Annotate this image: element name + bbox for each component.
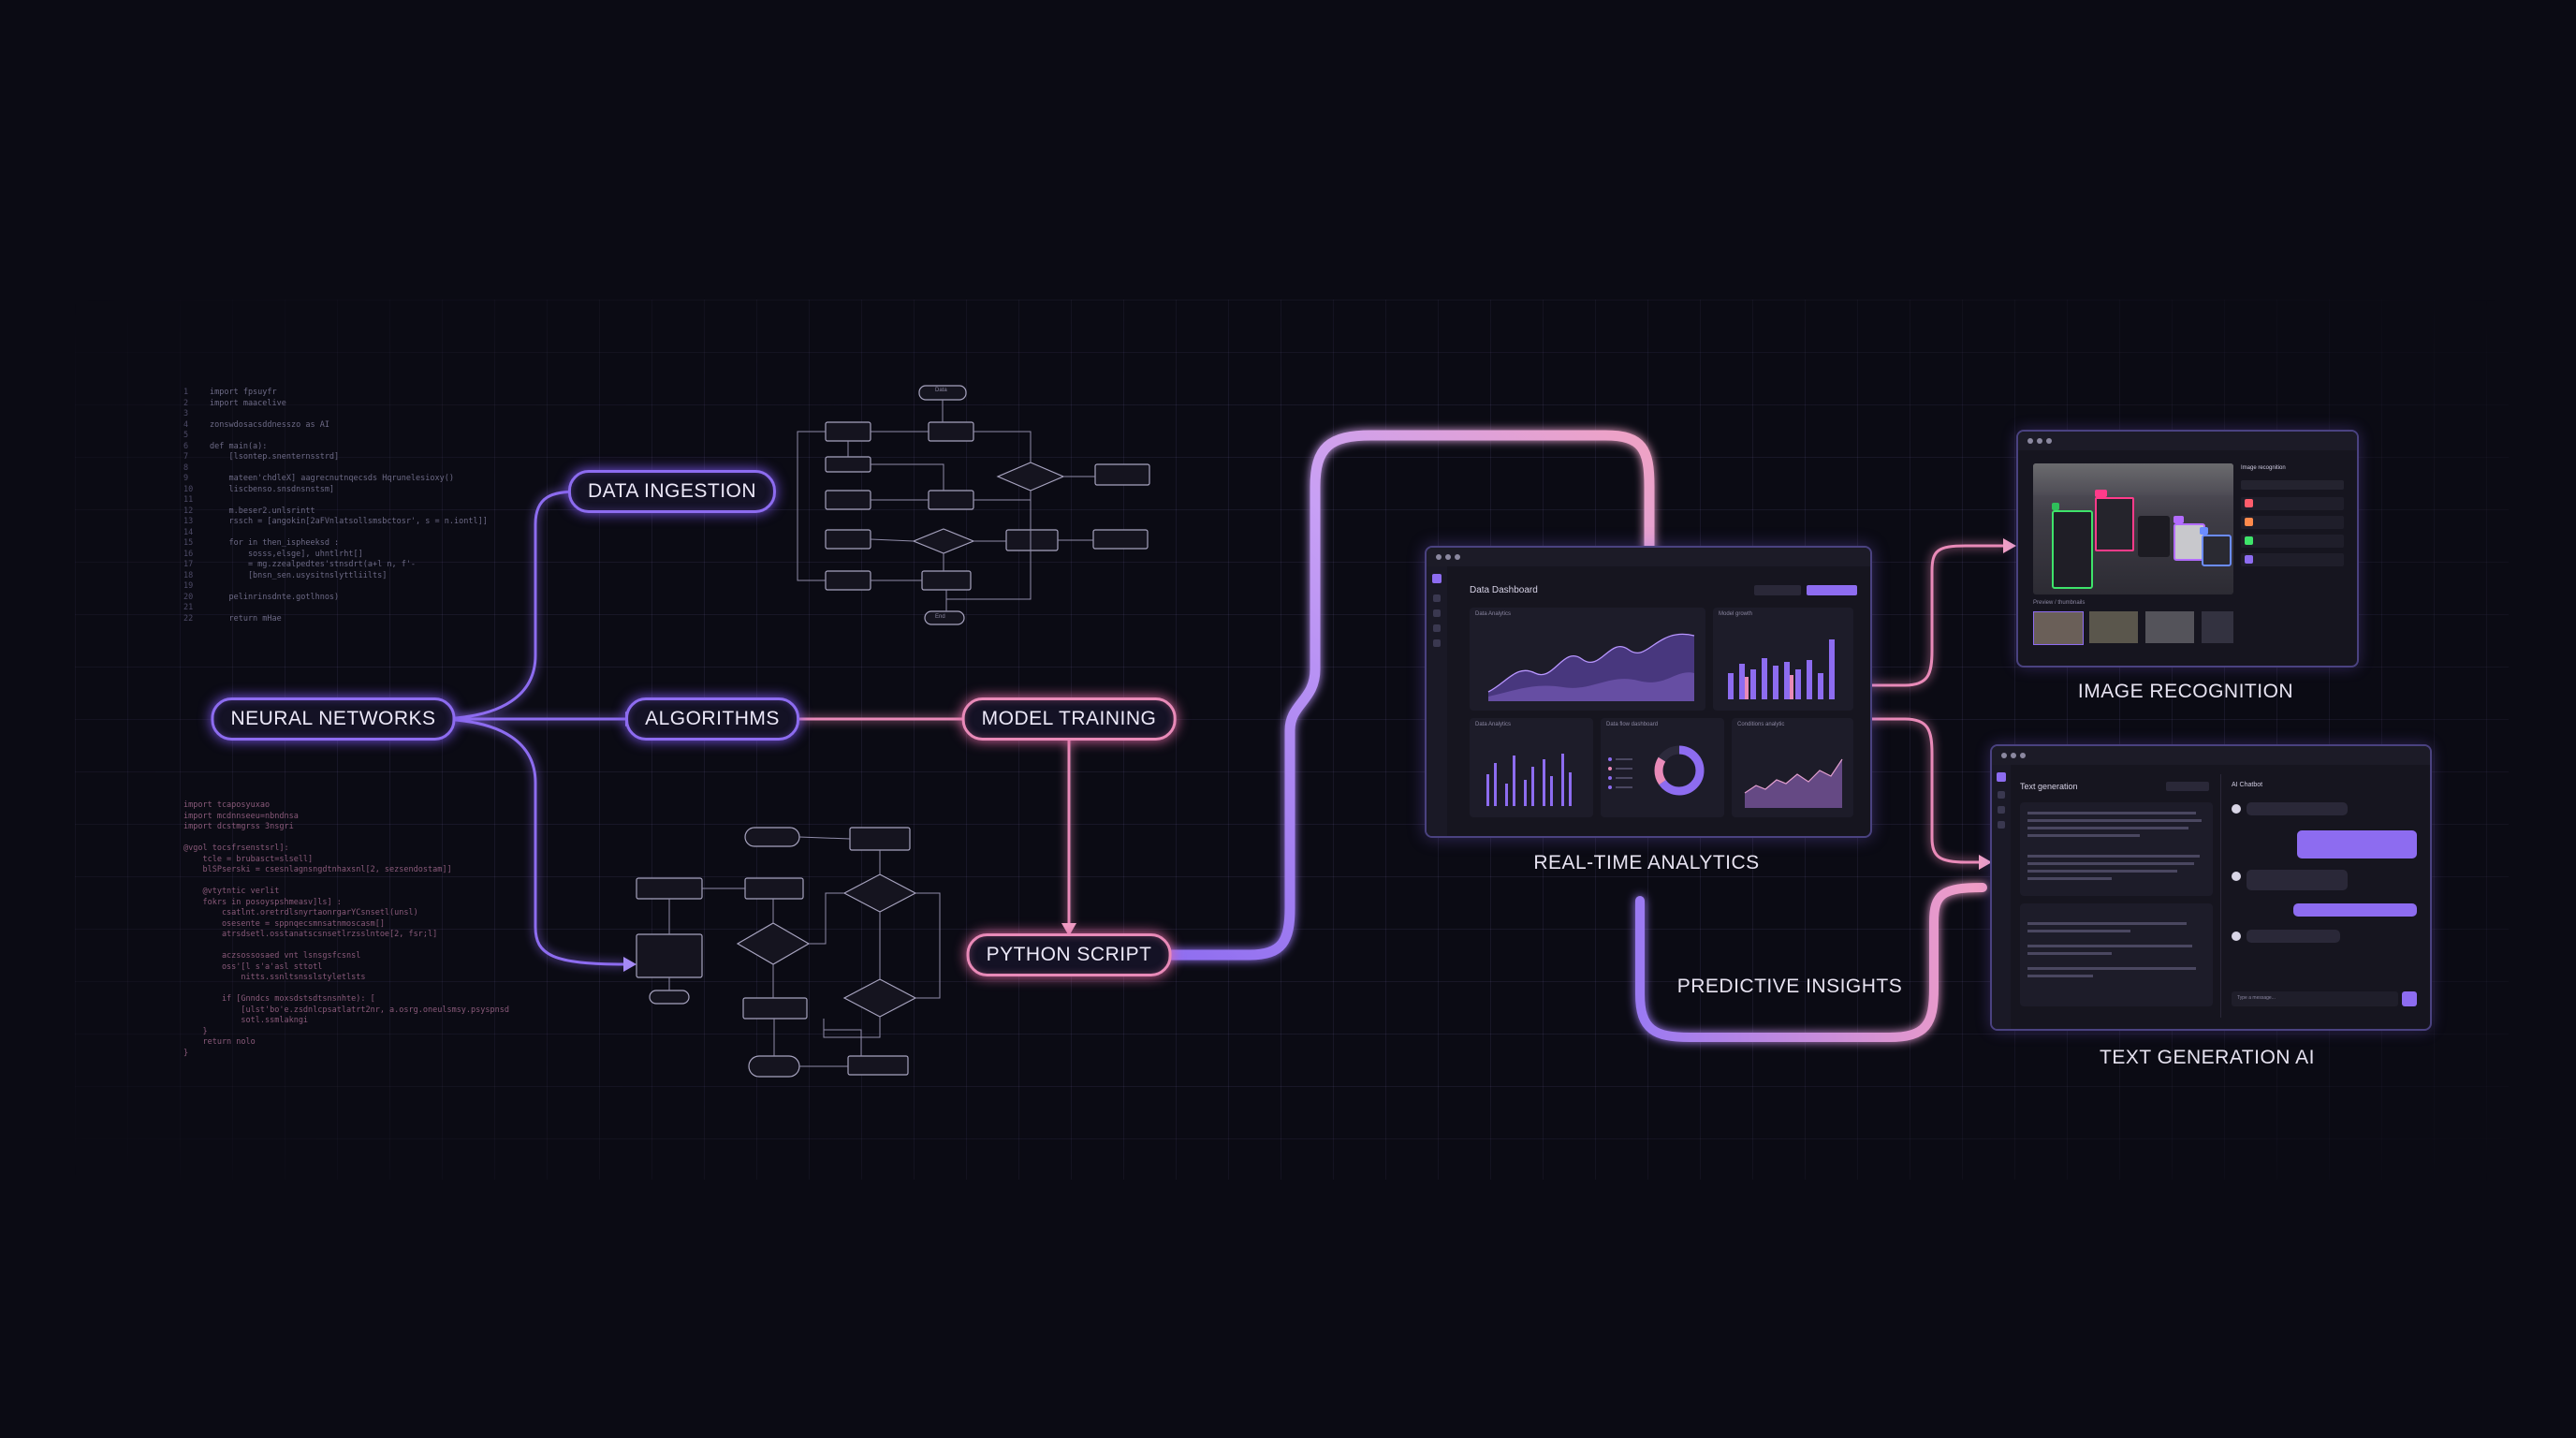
text-generation-window: Text generation AI Chatbot [1990,744,2432,1031]
arrow-python-script [1061,923,1076,936]
edge-python-script-to-dashboard [1148,430,1655,961]
preview-label: Preview / thumbnails [2033,600,2086,606]
street-scene-image [2033,463,2233,594]
node-data-ingestion[interactable]: DATA INGESTION [567,470,777,513]
flowchart-end-label: End [935,614,945,620]
node-algorithms[interactable]: ALGORITHMS [625,697,799,741]
chatbot-title: AI Chatbot [2232,782,2263,788]
send-button[interactable] [2402,991,2417,1006]
model-selector[interactable] [2166,782,2209,791]
chat-message-bot [2247,870,2348,890]
caption-real-time-analytics: REAL-TIME ANALYTICS [1533,852,1760,873]
chat-message-user [2293,903,2417,917]
thumbnail[interactable] [2089,611,2138,643]
dashboard-titlebar [1427,548,1870,566]
image-recognition-dropdown[interactable] [2241,480,2344,490]
chat-message-bot [2247,930,2340,943]
avatar [2232,872,2241,881]
edge-dashboard-to-image-recognition [1866,544,2007,687]
chat-message-user [2297,830,2417,858]
flowchart-start-label: Data [935,388,947,393]
thumbnail[interactable] [2145,611,2194,643]
node-python-script[interactable]: PYTHON SCRIPT [966,933,1172,976]
node-neural-networks[interactable]: NEURAL NETWORKS [211,697,456,741]
dashboard-panel-columns: Data Analytics [1470,718,1593,817]
edge-dashboard-to-text-generation [1635,883,1987,1042]
thumbnail[interactable] [2033,611,2084,645]
arrow-image-recognition [2003,538,2016,553]
dashboard-filter-button[interactable] [1754,585,1801,595]
node-model-training[interactable]: MODEL TRAINING [961,697,1177,741]
dashboard-primary-button[interactable] [1807,585,1857,595]
caption-text-generation-ai: TEXT GENERATION AI [2100,1047,2315,1068]
avatar [2232,932,2241,941]
caption-image-recognition: IMAGE RECOGNITION [2077,681,2294,702]
edge-dashboard-to-text-generation-thin [1866,717,1984,864]
caption-predictive-insights: PREDICTIVE INSIGHTS [1676,976,1903,997]
dashboard-sidebar [1427,566,1447,836]
dashboard-panel-area-small: Conditions analytic [1732,718,1853,817]
text-generation-sidebar [1992,765,2011,1029]
edge-nn-to-data-ingestion [431,490,580,721]
detection-row [2241,497,2344,510]
image-recognition-title: Image recognition [2241,465,2286,471]
flowchart-bottom [636,827,917,1078]
image-recognition-titlebar [2018,432,2357,450]
detection-row [2241,516,2344,529]
dashboard-panel-bar-chart: Model growth [1713,608,1853,711]
text-generation-titlebar [1992,746,2430,765]
flowchart-top-links [797,400,1095,611]
text-generation-title: Text generation [2020,782,2078,791]
edge-nn-to-flowchart [431,717,627,966]
arrow-flowchart [623,957,637,972]
generated-list-panel [2020,903,2213,1006]
thumbnail[interactable] [2202,611,2233,643]
image-recognition-window: Image recognition Preview / thumbnails [2016,430,2359,668]
chat-message-bot [2247,802,2348,815]
code-snippet-bottom: import tcaposyuxao import mcdnnseeu=nbnd… [183,800,509,1058]
chat-input[interactable]: Type a message... [2232,991,2398,1006]
generated-text-panel [2020,802,2213,896]
dashboard-panel-donut: Data flow dashboard [1601,718,1724,817]
avatar [2232,804,2241,814]
dashboard-title: Data Dashboard [1470,585,1538,595]
flowchart-bottom-links [668,836,941,1067]
arrow-text-generation [1979,855,1992,870]
detection-row [2241,553,2344,566]
detection-row [2241,535,2344,548]
dashboard-window: Data Dashboard Data Analytics Model grow… [1425,546,1872,838]
flowchart-top [825,385,1150,625]
dashboard-panel-area-chart: Data Analytics [1470,608,1705,711]
